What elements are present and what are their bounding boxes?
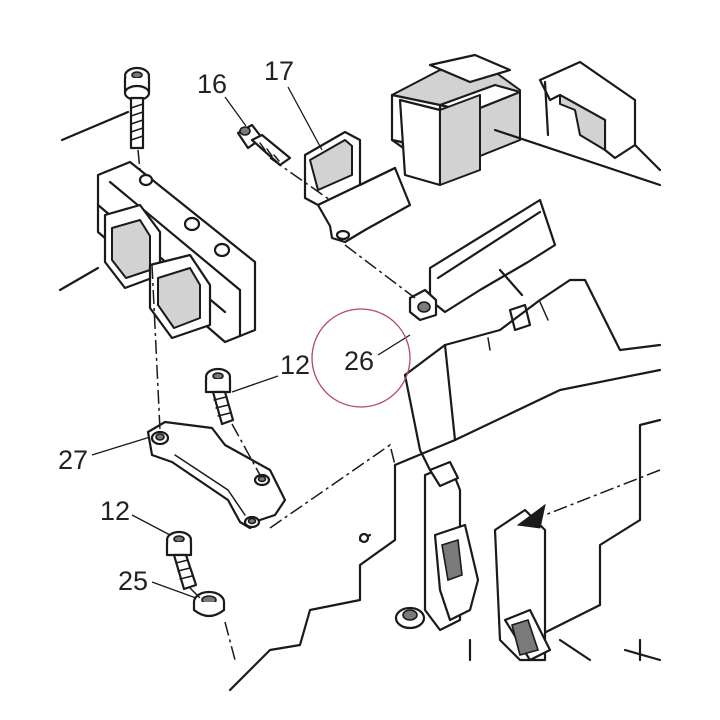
screw-top-left xyxy=(60,66,151,150)
leader-lines xyxy=(91,86,411,599)
bracket-plate-27 xyxy=(146,420,287,530)
connector-stack xyxy=(358,460,662,662)
callout-25: 25 xyxy=(118,566,148,596)
highlight-circle xyxy=(311,308,411,408)
relay-connector-block xyxy=(390,53,662,187)
callout-16: 16 xyxy=(197,69,227,99)
screw-12-upper xyxy=(204,367,235,426)
screw-16 xyxy=(236,123,292,167)
switch-box xyxy=(58,160,257,344)
callout-12-upper: 12 xyxy=(280,350,310,380)
assembly-lines xyxy=(137,149,416,661)
callout-12-lower: 12 xyxy=(100,496,130,526)
plate-26 xyxy=(408,198,557,332)
top-right-bracket xyxy=(538,60,662,172)
washer-25 xyxy=(192,590,226,618)
frame-tray xyxy=(228,278,662,692)
callout-17: 17 xyxy=(264,56,294,86)
callout-26: 26 xyxy=(344,346,374,376)
direction-arrow xyxy=(516,469,661,529)
callout-27: 27 xyxy=(58,445,88,475)
bracket-17 xyxy=(303,130,412,244)
screw-12-lower xyxy=(165,530,198,591)
